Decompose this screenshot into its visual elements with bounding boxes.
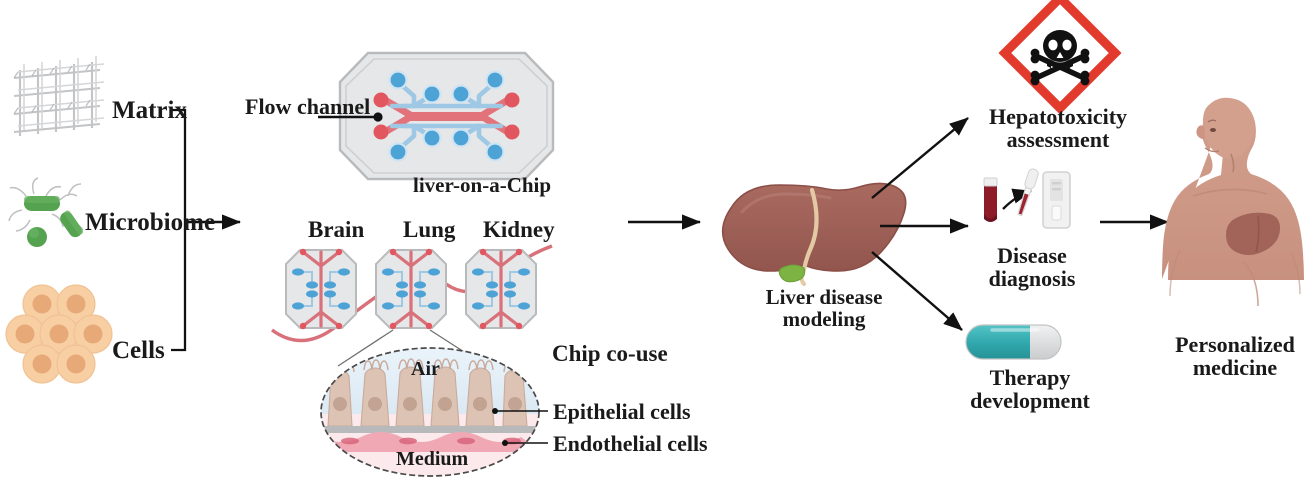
liver-output-arrows [871,117,969,331]
label-air: Air [411,358,440,380]
bacteria-icon [8,177,84,247]
caption-chip-co-use: Chip co-use [552,341,668,366]
capsule-pill-icon [965,324,1062,360]
label-disease-diagnosis-line2: diagnosis [988,266,1076,291]
caption-liver-disease-modeling-line1: Liver disease [765,285,883,309]
alveolar-interface-inset [320,347,548,477]
label-microbiome: Microbiome [85,209,216,236]
label-medium: Medium [396,448,469,470]
label-hepatotoxicity-line1: Hepatotoxicity [988,104,1128,129]
liver-on-a-chip-graphic [318,51,555,181]
liver-graphic [721,182,907,286]
label-therapy-development-line2: development [970,388,1090,413]
organ-chip-kidney [465,248,537,330]
caption-liver-on-a-chip: liver-on-a-Chip [413,173,552,197]
cell-cluster-icon [5,284,113,384]
label-flow-channel: Flow channel [245,94,371,119]
label-cells: Cells [112,337,165,364]
organ-chip-lung [375,248,447,330]
organ-chip-row [270,244,553,367]
label-matrix: Matrix [112,97,187,124]
label-chip-kidney: Kidney [483,217,555,242]
label-disease-diagnosis-line1: Disease [997,243,1067,268]
callout-endothelial-cells: Endothelial cells [553,431,708,456]
blood-test-icon [983,168,1071,229]
label-therapy-development-line1: Therapy [989,365,1071,390]
caption-liver-disease-modeling-line2: modeling [782,307,866,331]
callout-epithelial-cells: Epithelial cells [553,399,691,424]
input-bracket [171,108,187,352]
label-chip-brain: Brain [308,217,365,242]
matrix-mesh-icon [13,56,105,136]
label-personalized-medicine-line2: medicine [1192,355,1278,380]
label-chip-lung: Lung [403,217,456,242]
label-hepatotoxicity-line2: assessment [1006,127,1110,152]
label-personalized-medicine-line1: Personalized [1175,332,1295,357]
organ-chip-brain [285,248,357,330]
hazard-skull-icon [998,0,1122,115]
human-torso-icon [1162,97,1304,307]
